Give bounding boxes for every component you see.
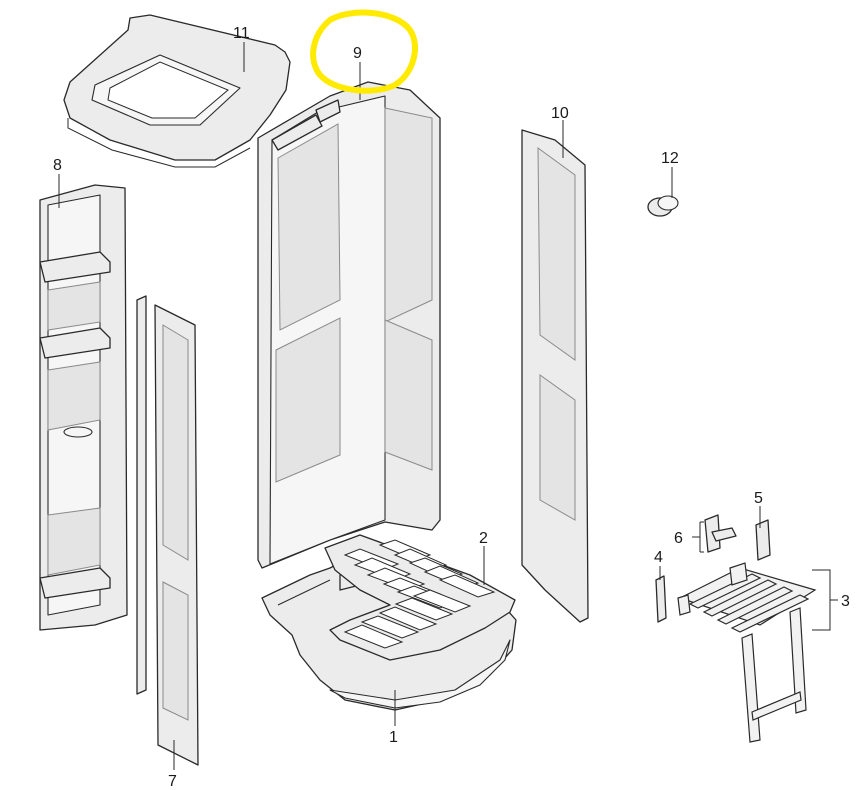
part-5-bracket bbox=[755, 519, 771, 561]
label-part-1: 1 bbox=[389, 729, 398, 746]
grate-slots bbox=[343, 539, 496, 649]
highlight-circle bbox=[310, 9, 418, 94]
label-part-5: 5 bbox=[754, 490, 763, 507]
label-part-6: 6 bbox=[674, 530, 683, 547]
part-6-bracket bbox=[692, 514, 737, 553]
part-9-back-panel bbox=[257, 81, 441, 569]
part-11-roof bbox=[63, 14, 291, 168]
label-part-8: 8 bbox=[53, 157, 62, 174]
part-3-seat bbox=[677, 562, 838, 743]
part-2-grate bbox=[324, 534, 516, 661]
part-10-right-panel bbox=[521, 129, 589, 623]
label-part-9: 9 bbox=[353, 45, 362, 62]
label-part-12: 12 bbox=[661, 150, 679, 167]
label-part-10: 10 bbox=[551, 105, 569, 122]
label-part-4: 4 bbox=[654, 549, 663, 566]
label-part-11: 11 bbox=[233, 25, 250, 42]
label-part-7: 7 bbox=[168, 773, 177, 790]
part-7-strips bbox=[136, 295, 199, 766]
part-12-plug bbox=[647, 195, 679, 217]
part-4-bracket bbox=[655, 575, 667, 623]
label-part-3: 3 bbox=[841, 593, 850, 610]
leader-lines bbox=[58, 42, 761, 770]
part-8-left-panel bbox=[39, 184, 128, 631]
label-part-2: 2 bbox=[479, 530, 488, 547]
